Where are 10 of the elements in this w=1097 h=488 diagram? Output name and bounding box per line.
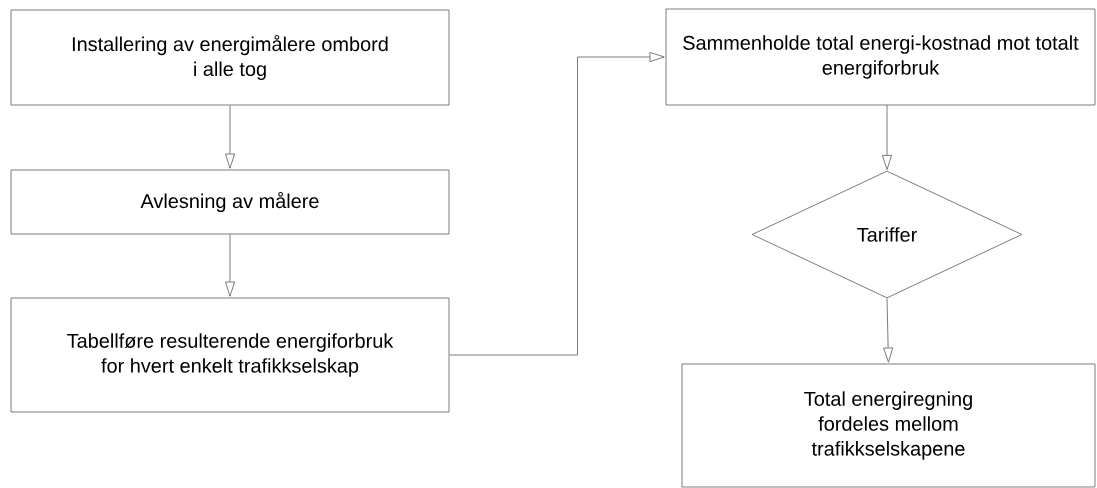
- arrow: [225, 234, 235, 297]
- process-box: Tabellføre resulterende energiforbruk for hvert enkelt trafikkselskap: [10, 297, 450, 413]
- arrow: [882, 104, 892, 171]
- process-box: Total energiregning fordeles mellom trafikkselskapene: [681, 363, 1096, 488]
- process-box: Installering av energimålere ombord i alle tog: [10, 9, 450, 106]
- arrow: [449, 52, 665, 356]
- process-box: Avlesning av målere: [10, 169, 450, 235]
- arrow: [883, 298, 894, 363]
- arrow: [225, 105, 235, 169]
- process-box: Sammenholde total energi-kostnad mot totalt energiforbruk: [665, 8, 1096, 106]
